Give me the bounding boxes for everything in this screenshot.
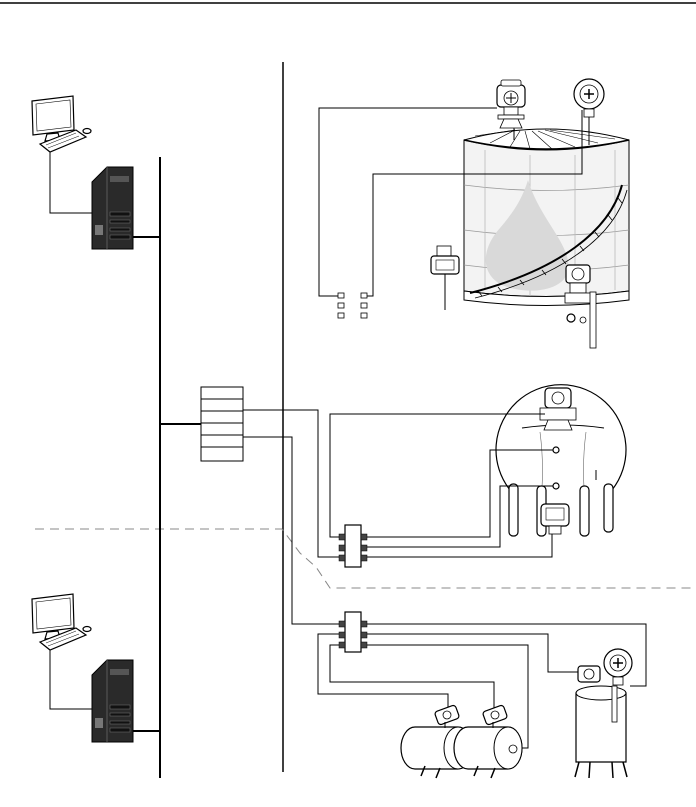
lower-cable-tank-a: [318, 634, 448, 712]
tank-side-indicator[interactable]: [431, 246, 459, 310]
field-cable-b: [243, 437, 342, 624]
sphere-cable-lower-nozzle: [364, 486, 553, 547]
junction-box-lower[interactable]: [339, 612, 367, 652]
server-tower-icon: [92, 167, 133, 249]
junction-box-upper[interactable]: [339, 525, 367, 567]
lower-cable-vessel-display: [367, 634, 578, 672]
lower-workstation[interactable]: [32, 594, 133, 742]
server-tower-icon: [92, 660, 133, 742]
monitor-cable: [50, 152, 92, 213]
vessel-radar-transmitter[interactable]: [604, 649, 632, 685]
lower-cable-tank-b: [330, 645, 494, 712]
io-rack[interactable]: [201, 387, 243, 461]
horizontal-tanks[interactable]: [401, 727, 522, 778]
storage-tank[interactable]: [464, 129, 629, 306]
upper-workstation[interactable]: [32, 96, 133, 249]
tank-transmitter-b[interactable]: [482, 705, 507, 728]
vessel-display-unit[interactable]: [578, 666, 600, 682]
tank-terminal-block: [338, 293, 367, 318]
process-vessel[interactable]: [575, 686, 627, 778]
monitor-cable: [50, 650, 92, 709]
tank-transmitter-a[interactable]: [434, 705, 459, 728]
lower-cable-vessel-radar: [367, 624, 646, 686]
